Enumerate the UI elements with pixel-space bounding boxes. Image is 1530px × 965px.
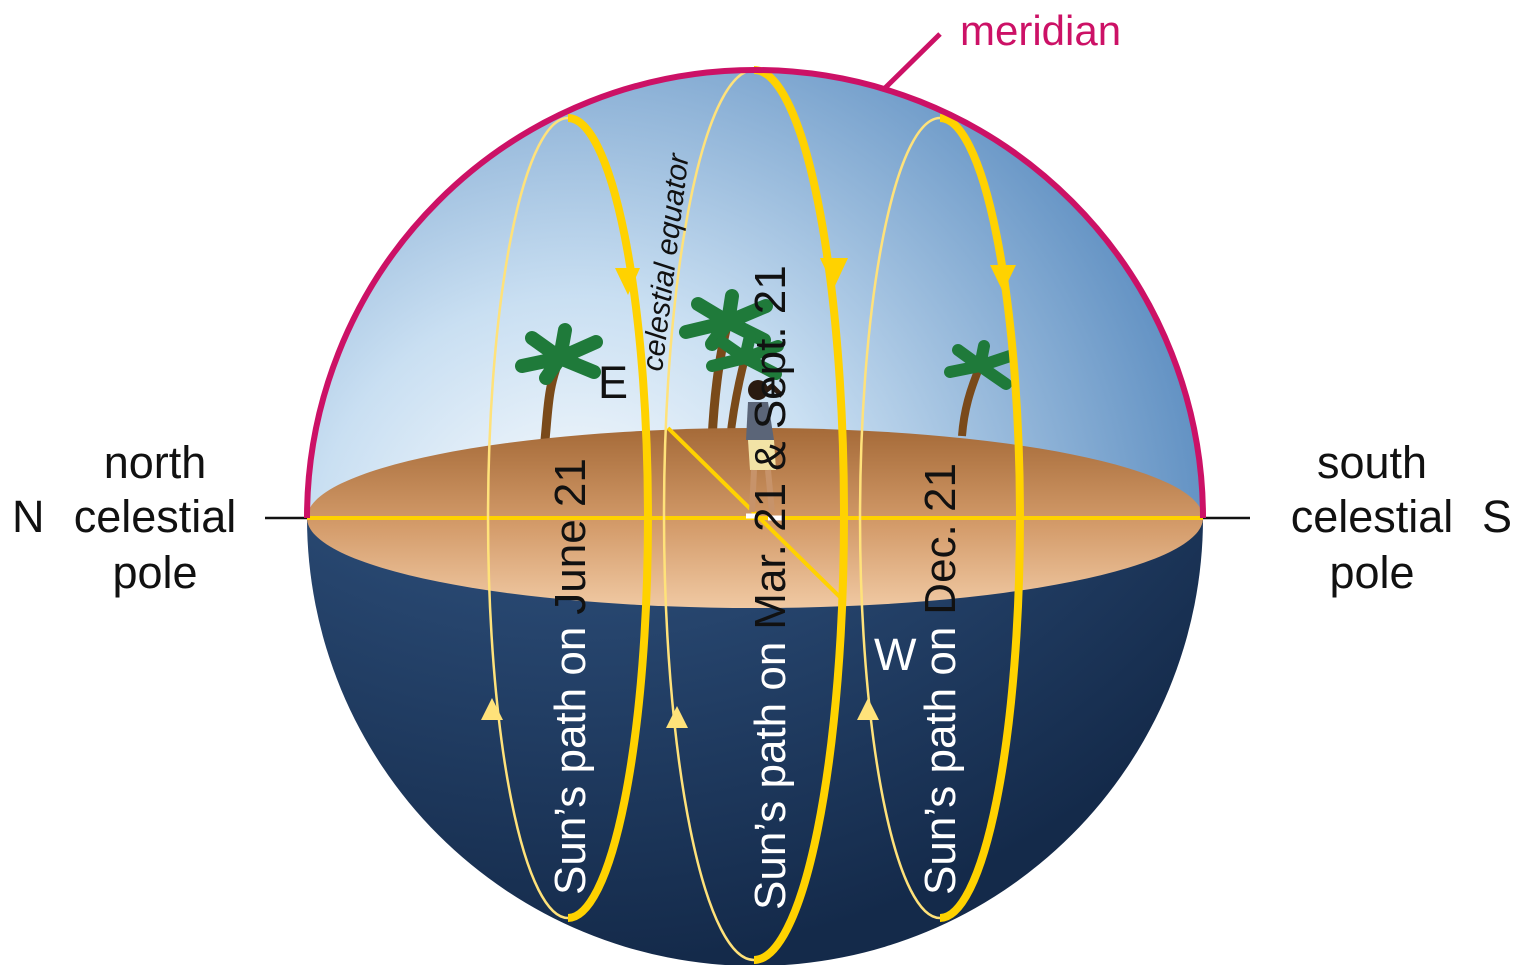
lower-sphere [307,518,1203,965]
sun-path-june [481,114,652,922]
palm-tree-icon [679,289,773,441]
south-pole-label-1: south [1317,437,1427,488]
south-pole-label-2: celestial [1291,491,1454,542]
sun-path-date: Mar. 21 & Sept. 21 [746,265,795,629]
meridian-pointer [883,32,942,90]
north-pole-label-1: north [104,437,207,488]
north-letter: N [12,491,45,542]
west-label: W [874,629,917,680]
sun-path-label-december: Sun’s path on Dec. 21 [916,463,965,895]
sun-path-label-june: Sun’s path on June 21 [546,458,595,895]
north-pole-label-2: celestial [74,491,237,542]
meridian-arc [304,67,1206,519]
palm-tree-icon [944,340,1016,437]
south-letter: S [1482,491,1512,542]
sun-path-date: Dec. 21 [916,463,965,615]
sun-path-equinox [662,66,848,964]
sky-dome [307,70,1203,518]
sun-path-december [857,114,1024,922]
south-pole-label-3: pole [1329,547,1414,598]
sun-path-prefix: Sun’s path on [746,642,795,910]
meridian-label: meridian [960,7,1121,54]
sun-path-label-equinox: Sun’s path on Mar. 21 & Sept. 21 [746,265,795,910]
palm-tree-icon [515,323,603,441]
sun-path-date: June 21 [546,458,595,615]
north-pole-label-3: pole [112,547,197,598]
sun-path-prefix: Sun’s path on [916,627,965,895]
sun-path-prefix: Sun’s path on [546,627,595,895]
person-icon [746,380,784,521]
east-label: E [598,357,628,408]
